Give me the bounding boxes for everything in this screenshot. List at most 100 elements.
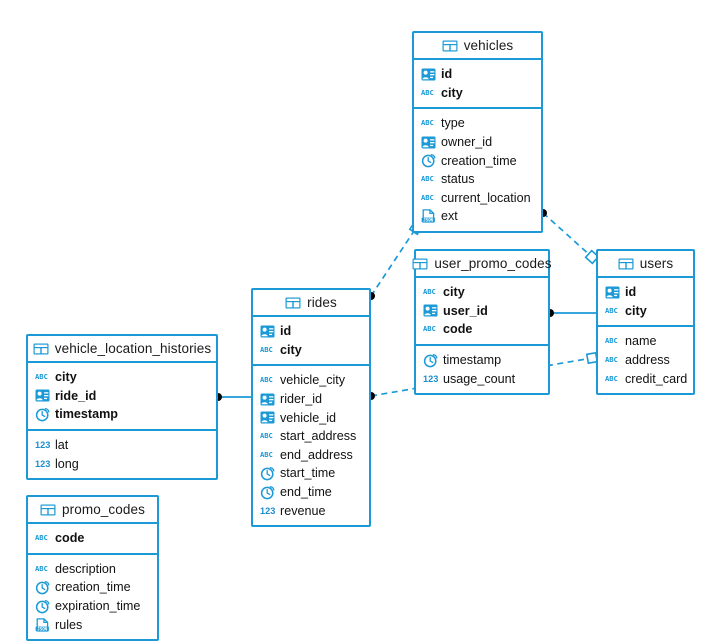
table-header-rides[interactable]: rides (253, 290, 369, 317)
field-name: start_address (280, 429, 357, 444)
field-name: owner_id (441, 135, 493, 150)
abc-text-icon: ABC (605, 305, 618, 315)
field-row: ABC type (421, 114, 535, 133)
abc-text-icon: ABC (421, 118, 434, 128)
field-row: ride_id (35, 387, 210, 406)
number-123-icon: 123 (35, 458, 51, 469)
field-row: ABC name (605, 332, 687, 351)
table-header-user_promo_codes[interactable]: user_promo_codes (412, 251, 551, 278)
field-row: creation_time (421, 151, 535, 170)
field-name: vehicle_city (280, 373, 346, 388)
field-row: 123 revenue (260, 501, 363, 520)
field-row: 123 long (35, 454, 210, 473)
table-title: vehicles (463, 38, 514, 53)
field-name: rules (55, 617, 83, 632)
id-badge-icon (260, 393, 275, 406)
table-header-vehicle_location_histories[interactable]: vehicle_location_histories (28, 336, 216, 363)
field-row: creation_time (35, 578, 151, 597)
abc-text-icon: ABC (35, 372, 48, 382)
field-name: address (625, 353, 670, 368)
clock-icon (35, 599, 50, 614)
field-name: city (625, 303, 647, 318)
field-name: city (280, 342, 302, 357)
abc-text-icon: ABC (605, 336, 618, 346)
field-name: code (55, 531, 85, 546)
field-name: type (441, 116, 465, 131)
field-name: end_address (280, 447, 353, 462)
field-row: expiration_time (35, 597, 151, 616)
number-123-icon: 123 (260, 505, 276, 516)
clock-icon (423, 353, 438, 368)
field-row: vehicle_id (260, 408, 363, 427)
id-badge-icon (35, 389, 50, 402)
field-name: credit_card (625, 371, 688, 386)
field-name: expiration_time (55, 599, 141, 614)
field-name: id (280, 324, 292, 339)
table-title: rides (307, 295, 337, 310)
field-name: start_time (280, 466, 336, 481)
svg-text:JSON: JSON (37, 626, 47, 631)
table-header-users[interactable]: users (598, 251, 693, 278)
field-name: timestamp (443, 353, 502, 368)
field-name: name (625, 334, 657, 349)
field-row: start_time (260, 464, 363, 483)
abc-text-icon: ABC (423, 287, 436, 297)
field-name: city (443, 285, 465, 300)
field-name: status (441, 172, 475, 187)
number-123-icon: 123 (423, 373, 439, 384)
field-row: rider_id (260, 390, 363, 409)
abc-text-icon: ABC (605, 355, 618, 365)
field-row: ABC city (605, 302, 687, 321)
field-name: id (625, 285, 637, 300)
id-badge-icon (423, 304, 438, 317)
field-row: ABC code (35, 529, 151, 548)
table-header-vehicles[interactable]: vehicles (414, 33, 541, 60)
abc-text-icon: ABC (423, 324, 436, 334)
clock-icon (421, 153, 436, 168)
relationship-vehicle-location-histories-to-rides (214, 393, 251, 401)
field-name: creation_time (441, 153, 517, 168)
field-name: city (55, 370, 77, 385)
field-name: long (55, 456, 79, 471)
table-grid-icon (40, 504, 56, 516)
field-row: timestamp (423, 351, 542, 370)
field-name: end_time (280, 485, 332, 500)
abc-text-icon: ABC (260, 344, 273, 354)
table-grid-icon (618, 258, 634, 270)
field-row: JSON rules (35, 615, 151, 634)
field-name: revenue (280, 503, 326, 518)
field-row: id (605, 283, 687, 302)
abc-text-icon: ABC (35, 533, 48, 543)
table-title: promo_codes (62, 502, 145, 517)
table-grid-icon (442, 40, 458, 52)
table-grid-icon (285, 297, 301, 309)
field-name: id (441, 67, 453, 82)
table-header-promo_codes[interactable]: promo_codes (28, 497, 157, 524)
field-row: id (260, 322, 363, 341)
field-name: vehicle_id (280, 410, 337, 425)
abc-text-icon: ABC (35, 563, 48, 573)
